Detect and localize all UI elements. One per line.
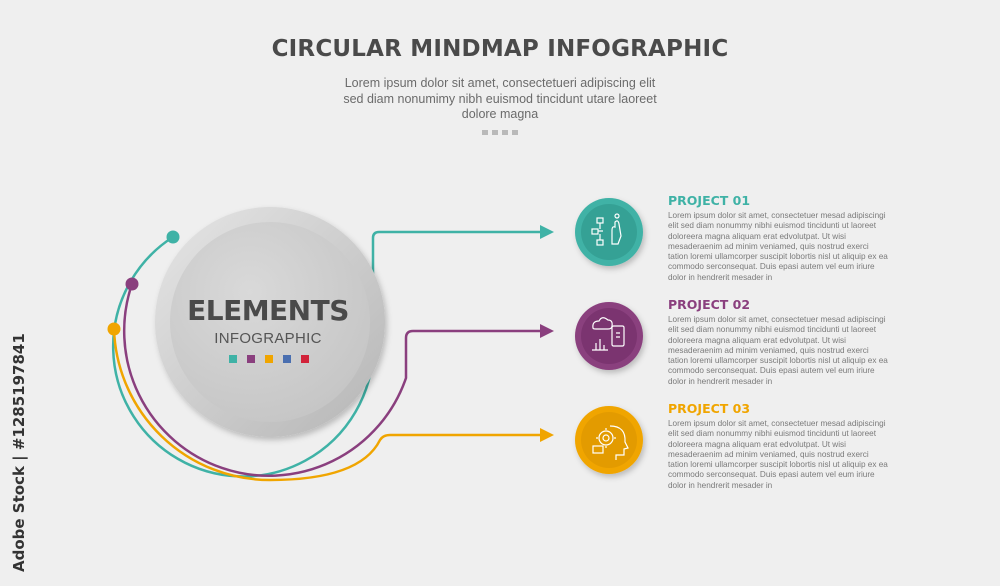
ai-head-icon bbox=[592, 425, 629, 460]
project-01-title: PROJECT 01 bbox=[668, 193, 751, 208]
swatch-purple bbox=[247, 355, 255, 363]
swatch-blue bbox=[283, 355, 291, 363]
orange-dot bbox=[107, 322, 121, 336]
workflow-hand-icon bbox=[591, 213, 622, 246]
teal-arrow bbox=[540, 225, 554, 239]
orange-connector bbox=[112, 328, 540, 482]
project-03-title: PROJECT 03 bbox=[668, 401, 751, 416]
center-inner-disc bbox=[170, 222, 370, 422]
project-02-title: PROJECT 02 bbox=[668, 297, 751, 312]
page-subtitle: Lorem ipsum dolor sit amet, consectetuer… bbox=[343, 76, 657, 121]
center-title: ELEMENTS bbox=[187, 294, 349, 327]
purple-dot bbox=[125, 277, 139, 291]
swatch-red bbox=[301, 355, 309, 363]
project-02-circle bbox=[575, 302, 643, 370]
orange-arrow bbox=[540, 428, 554, 442]
purple-connector bbox=[122, 283, 540, 478]
center-subtitle: INFOGRAPHIC bbox=[214, 330, 322, 347]
swatch-orange bbox=[265, 355, 273, 363]
swatch-teal bbox=[229, 355, 237, 363]
color-swatches bbox=[229, 355, 309, 363]
project-03-body: Lorem ipsum dolor sit amet, consectetuer… bbox=[668, 419, 888, 490]
cloud-chart-phone-icon bbox=[592, 317, 625, 351]
teal-dot bbox=[166, 230, 180, 244]
project-03-circle bbox=[575, 406, 643, 474]
project-01-body: Lorem ipsum dolor sit amet, consectetuer… bbox=[668, 211, 888, 282]
page-title: CIRCULAR MINDMAP INFOGRAPHIC bbox=[271, 36, 729, 62]
divider-dots bbox=[482, 130, 518, 135]
project-01-circle bbox=[575, 198, 643, 266]
project-02-body: Lorem ipsum dolor sit amet, consectetuer… bbox=[668, 315, 888, 386]
stock-watermark: Adobe Stock | #1285197841 bbox=[10, 333, 28, 572]
purple-arrow bbox=[540, 324, 554, 338]
